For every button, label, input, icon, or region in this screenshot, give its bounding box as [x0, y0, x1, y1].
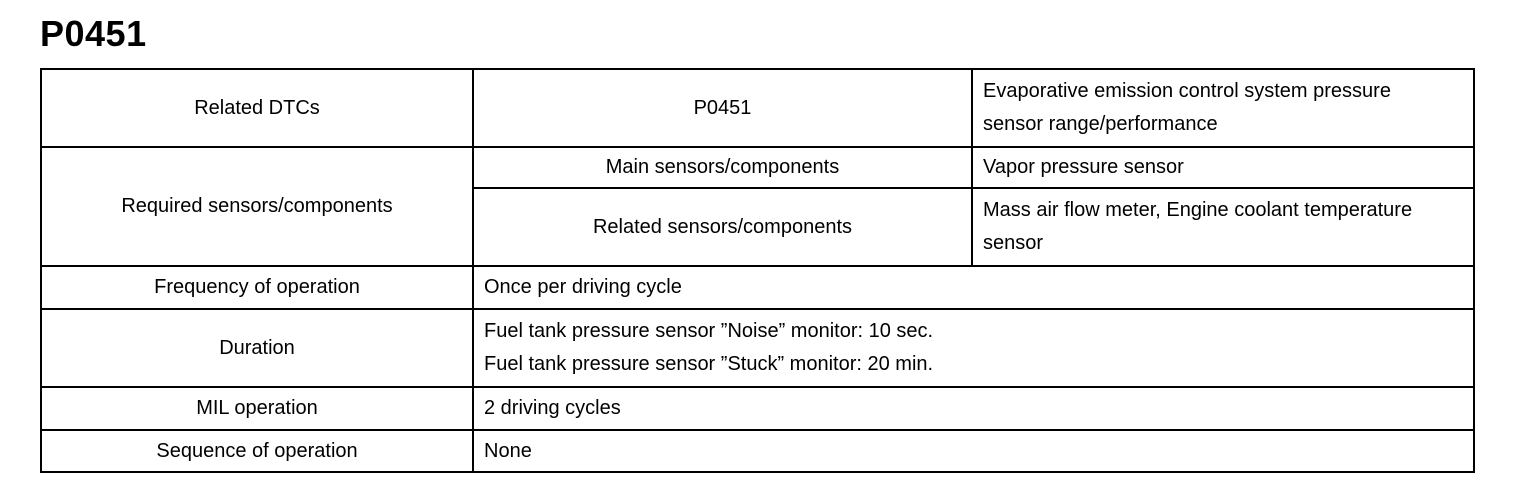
- page-title: P0451: [40, 13, 147, 54]
- related-sensors-value-line-2: sensor: [983, 232, 1044, 254]
- dtc-spec-table: Related DTCs P0451 Evaporative emission …: [40, 68, 1475, 473]
- sequence-value: None: [472, 429, 1475, 473]
- related-dtcs-description-line-2: sensor range/performance: [983, 113, 1218, 135]
- mil-operation-value: 2 driving cycles: [472, 386, 1475, 431]
- mil-operation-label: MIL operation: [40, 386, 474, 431]
- frequency-label: Frequency of operation: [40, 265, 474, 310]
- related-sensors-value-line-1: Mass air flow meter, Engine coolant temp…: [983, 199, 1413, 221]
- main-sensors-value: Vapor pressure sensor: [971, 146, 1475, 189]
- required-sensors-label: Required sensors/components: [40, 146, 474, 267]
- table-row-main-sensors: Required sensors/components Main sensors…: [40, 146, 1475, 267]
- table-row-mil-operation: MIL operation 2 driving cycles: [40, 386, 1475, 431]
- related-dtcs-label: Related DTCs: [40, 68, 474, 148]
- table-row-related-sensors: Related sensors/components Mass air flow…: [41, 187, 1475, 267]
- frequency-value: Once per driving cycle: [472, 265, 1475, 310]
- related-sensors-value: Mass air flow meter, Engine coolant temp…: [971, 187, 1475, 267]
- related-dtcs-description-line-1: Evaporative emission control system pres…: [983, 80, 1391, 102]
- table-row-related-dtcs: Related DTCs P0451 Evaporative emission …: [40, 68, 1475, 148]
- related-dtcs-code: P0451: [472, 68, 973, 148]
- related-sensors-label: Related sensors/components: [472, 187, 973, 267]
- duration-value-line-2: Fuel tank pressure sensor ”Stuck” monito…: [484, 353, 934, 375]
- sequence-label: Sequence of operation: [40, 429, 474, 473]
- table-row-sequence: Sequence of operation None: [40, 429, 1475, 473]
- duration-value-line-1: Fuel tank pressure sensor ”Noise” monito…: [484, 320, 934, 342]
- duration-value: Fuel tank pressure sensor ”Noise” monito…: [472, 308, 1475, 388]
- table-row-duration: Duration Fuel tank pressure sensor ”Nois…: [40, 308, 1475, 388]
- main-sensors-label: Main sensors/components: [472, 146, 973, 189]
- table-row-frequency: Frequency of operation Once per driving …: [40, 265, 1475, 310]
- duration-label: Duration: [40, 308, 474, 388]
- related-dtcs-description: Evaporative emission control system pres…: [971, 68, 1475, 148]
